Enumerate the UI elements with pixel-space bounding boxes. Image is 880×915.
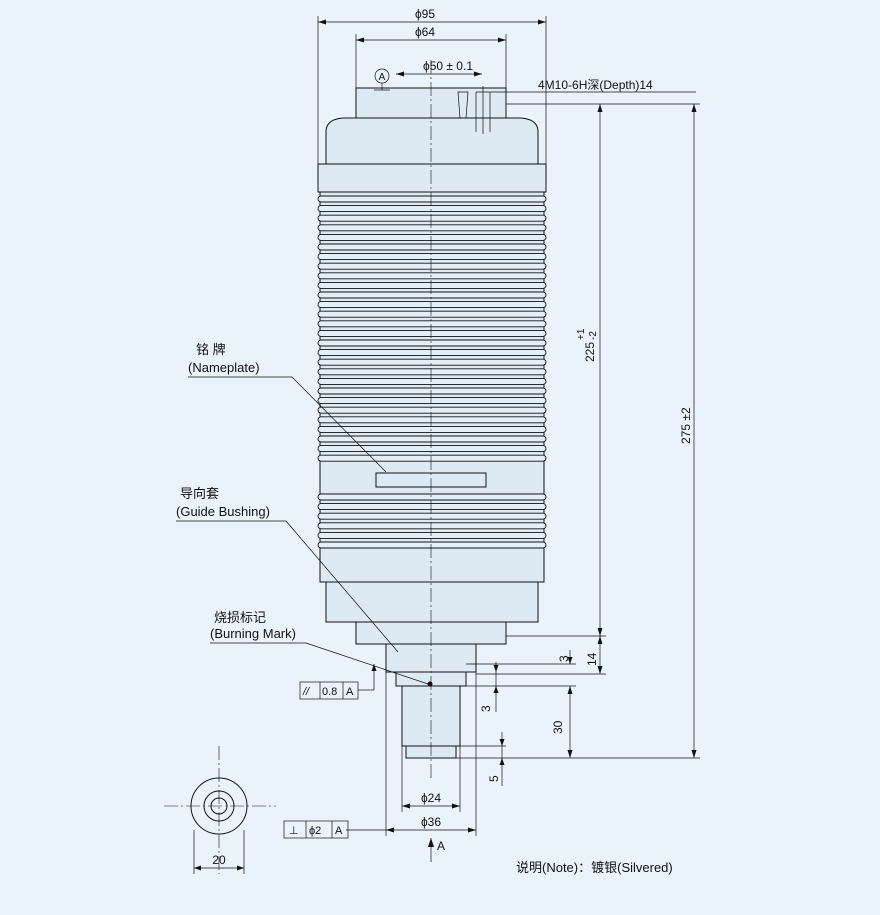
bushing-label-en: (Guide Bushing) [176,504,270,519]
housing-rib-17 [317,358,547,366]
upper-rim [317,163,547,193]
moving-stem [401,685,461,747]
dim-w20: 20 [212,853,226,867]
lower-rib-0 [317,493,547,501]
housing-rib-19 [317,377,547,385]
housing-rib-0 [317,195,547,203]
dim-d24: ϕ24 [421,791,441,805]
housing-rib-22 [317,406,547,414]
housing-rib-2 [317,214,547,222]
housing-rib-24 [317,425,547,433]
housing-rib-25 [317,435,547,443]
guide-bushing-callout: 导向套 (Guide Bushing) [176,486,399,653]
lower-rib-1 [317,503,547,511]
dim-d50: ϕ50 ± 0.1 [423,59,473,73]
housing-rib-14 [317,329,547,337]
parallel-value: 0.8 [322,686,337,698]
dim-h275: 275 ±2 [679,407,693,444]
perpendicularity-frame: ⊥ ϕ2 A [283,820,349,839]
dim-h3b: 3 [479,705,493,712]
lower-rib-2 [317,512,547,520]
dim-h3a: 3 [557,655,571,662]
housing-rib-21 [317,397,547,405]
housing-rib-20 [317,387,547,395]
parallelism-frame: // 0.8 A [299,664,377,700]
dim-h225: 225 [583,342,597,362]
dim-h225-tol-dn: -2 [588,331,599,340]
housing-rib-9 [317,281,547,289]
lower-rib-5 [317,541,547,549]
housing-rib-4 [317,233,547,241]
housing-rib-11 [317,301,547,309]
housing-rib-18 [317,368,547,376]
housing-rib-15 [317,339,547,347]
lower-rib-4 [317,531,547,539]
housing-rib-7 [317,262,547,270]
housing-rib-16 [317,349,547,357]
end-view: 20 [164,746,276,874]
right-dimensions: 225 +1 -2 275 ±2 14 3 30 3 5 [456,103,700,786]
datum-letter: A [379,72,386,83]
dim-d64: ϕ64 [415,25,435,39]
parallel-datum: A [346,686,354,698]
nameplate-callout: 铭 牌 (Nameplate) [188,342,387,473]
housing-ribs [317,195,547,549]
nameplate-label-cn: 铭 牌 [196,342,226,357]
dim-d95: ϕ95 [415,7,435,21]
housing-rib-10 [317,291,547,299]
top-dimensions: ϕ95 ϕ64 ϕ50 ± 0.1 A 4M10-6H深(Depth)14 [317,7,696,164]
burning-mark-callout: 烧损标记 (Burning Mark) [210,610,433,687]
housing-rib-3 [317,224,547,232]
housing-rib-26 [317,445,547,453]
dim-h14: 14 [585,652,599,666]
dim-h5: 5 [487,775,501,782]
bushing-label-cn: 导向套 [180,486,219,501]
note-text: 说明(Note)：镀银(Silvered) [516,860,673,875]
burn-label-cn: 烧损标记 [214,610,266,625]
housing-rib-27 [317,454,547,462]
perp-datum: A [335,825,343,837]
dim-h30: 30 [551,720,565,734]
lower-rib-3 [317,522,547,530]
top-cap [325,117,539,165]
housing-rib-6 [317,253,547,261]
threaded-hole [457,86,491,134]
housing-rib-8 [317,272,547,280]
dim-h225-tol-up: +1 [576,328,587,340]
housing-rib-5 [317,243,547,251]
housing-rib-23 [317,416,547,424]
datum-bottom-letter: A [437,839,445,853]
lower-shoulder [325,581,539,623]
bottom-dimensions: ϕ24 ϕ36 A [346,672,477,862]
housing-rib-13 [317,320,547,328]
parallel-symbol: // [302,686,310,698]
housing-rib-12 [317,310,547,318]
dim-d36: ϕ36 [421,815,441,829]
thread-note: 4M10-6H深(Depth)14 [538,78,653,92]
housing-rib-1 [317,205,547,213]
perp-symbol: ⊥ [289,825,299,837]
burn-label-en: (Burning Mark) [210,626,296,641]
perp-value: ϕ2 [309,825,321,837]
nameplate-label-en: (Nameplate) [188,360,260,375]
